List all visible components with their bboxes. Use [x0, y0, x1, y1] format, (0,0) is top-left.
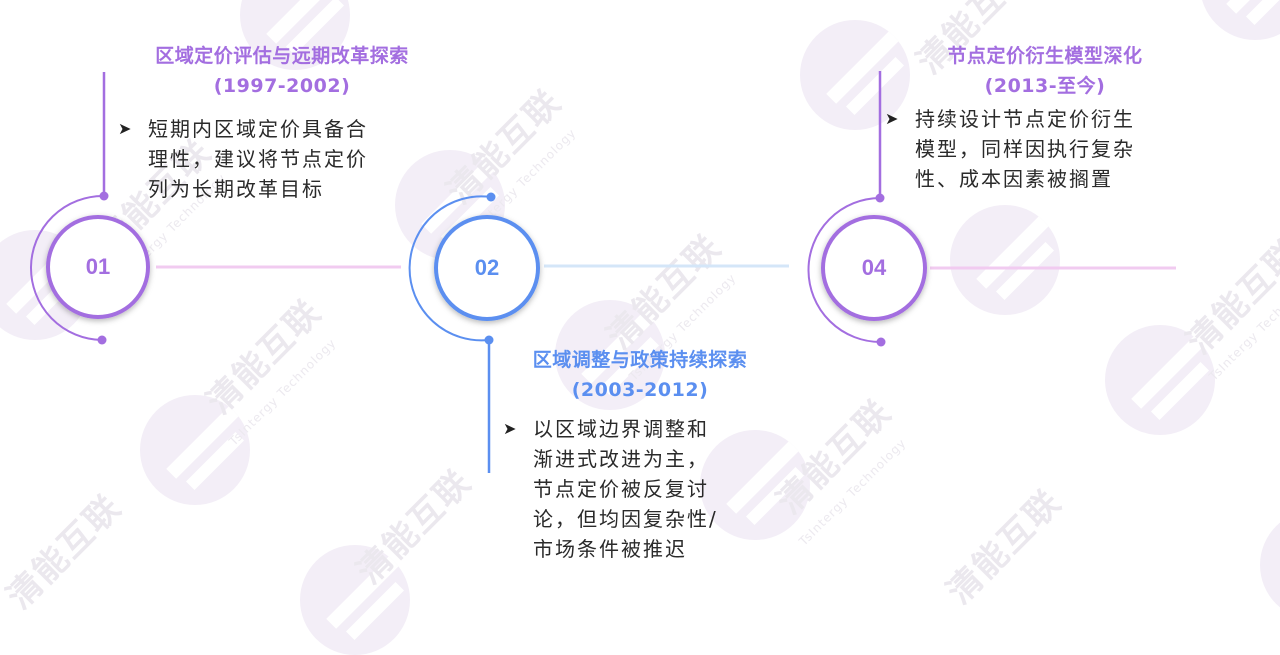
- description-line: 短期内区域定价具备合: [148, 117, 368, 141]
- arc-dot-top-02: [486, 192, 496, 202]
- stage-title-01: 区域定价评估与远期改革探索 (1997-2002): [112, 41, 452, 101]
- stage-period: (1997-2002): [213, 75, 351, 97]
- node-01: [30, 72, 150, 345]
- stage-title-text: 区域调整与政策持续探索: [532, 349, 748, 371]
- node-number-04: 04: [861, 255, 887, 280]
- description-line: 以区域边界调整和: [533, 417, 709, 441]
- stage-description-02: ➤ 以区域边界调整和 渐进式改进为主， 节点定价被反复讨 论，但均因复杂性/ 市…: [503, 414, 763, 564]
- stage-title-04: 节点定价衍生模型深化 (2013-至今): [910, 41, 1180, 101]
- description-line: 渐进式改进为主，: [533, 447, 709, 471]
- description-line: 市场条件被推迟: [533, 537, 687, 561]
- stage-title-text: 区域定价评估与远期改革探索: [155, 45, 409, 67]
- stage-period: (2013-至今): [984, 75, 1106, 97]
- node-number-01: 01: [85, 254, 111, 279]
- description-line: 模型，同样因执行复杂: [915, 137, 1135, 161]
- arc-dot-top-04: [875, 193, 885, 203]
- description-line: 节点定价被反复讨: [533, 477, 709, 501]
- arc-dot-bottom-01: [97, 335, 107, 345]
- description-line: 理性，建议将节点定价: [148, 147, 368, 171]
- arrow-bullet-icon: ➤: [885, 109, 901, 128]
- timeline: 01 02 04 区域定价评估与远期改革探索 (1997-2002) ➤ 短期内…: [30, 41, 1185, 564]
- node-circle-04: [821, 215, 927, 321]
- description-line: 持续设计节点定价衍生: [915, 107, 1135, 131]
- arc-dot-bottom-04: [876, 337, 886, 347]
- arrow-bullet-icon: ➤: [118, 119, 134, 138]
- description-line: 列为长期改革目标: [148, 177, 324, 201]
- stage-period: (2003-2012): [571, 379, 709, 401]
- stage-description-01: ➤ 短期内区域定价具备合 理性，建议将节点定价 列为长期改革目标: [118, 114, 408, 204]
- arrow-bullet-icon: ➤: [503, 419, 519, 438]
- outer-arc-04: [807, 197, 882, 344]
- stage-description-04: ➤ 持续设计节点定价衍生 模型，同样因执行复杂 性、成本因素被搁置: [885, 104, 1185, 194]
- stage-title-text: 节点定价衍生模型深化: [947, 45, 1143, 67]
- timeline-graphic: [30, 71, 1176, 473]
- stage-title-02: 区域调整与政策持续探索 (2003-2012): [498, 345, 782, 405]
- description-line: 性、成本因素被搁置: [915, 167, 1113, 191]
- arc-dot-top-01: [99, 191, 109, 201]
- node-number-02: 02: [474, 255, 500, 280]
- description-line: 论，但均因复杂性/: [533, 507, 718, 531]
